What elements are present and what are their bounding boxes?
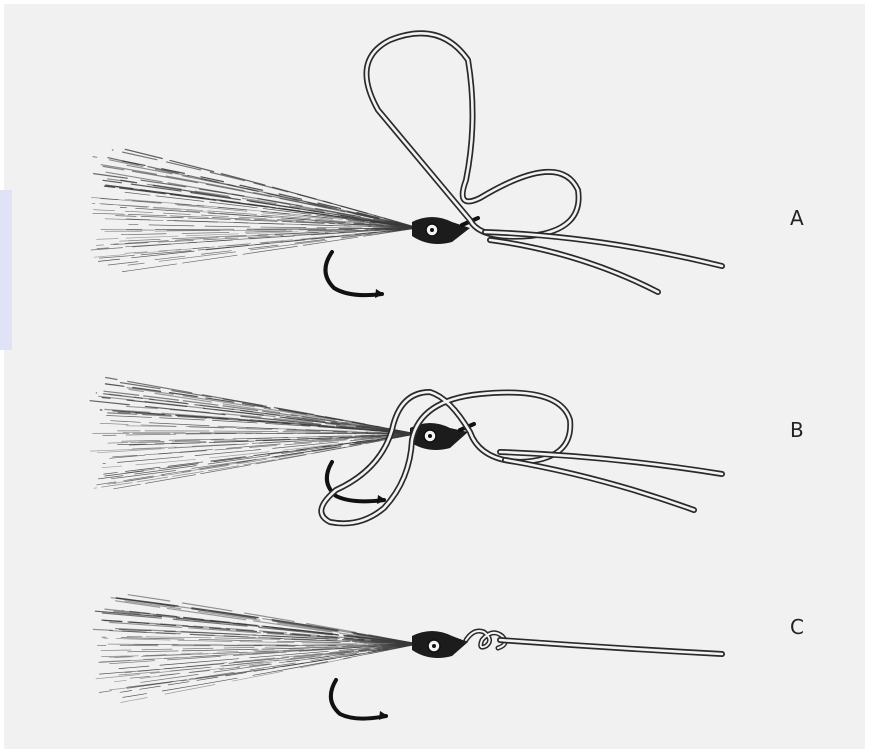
step-label-a: A — [790, 208, 804, 228]
step-label-c: C — [790, 617, 804, 637]
step-label-b: B — [790, 420, 804, 440]
left-edge-tint — [0, 190, 12, 350]
